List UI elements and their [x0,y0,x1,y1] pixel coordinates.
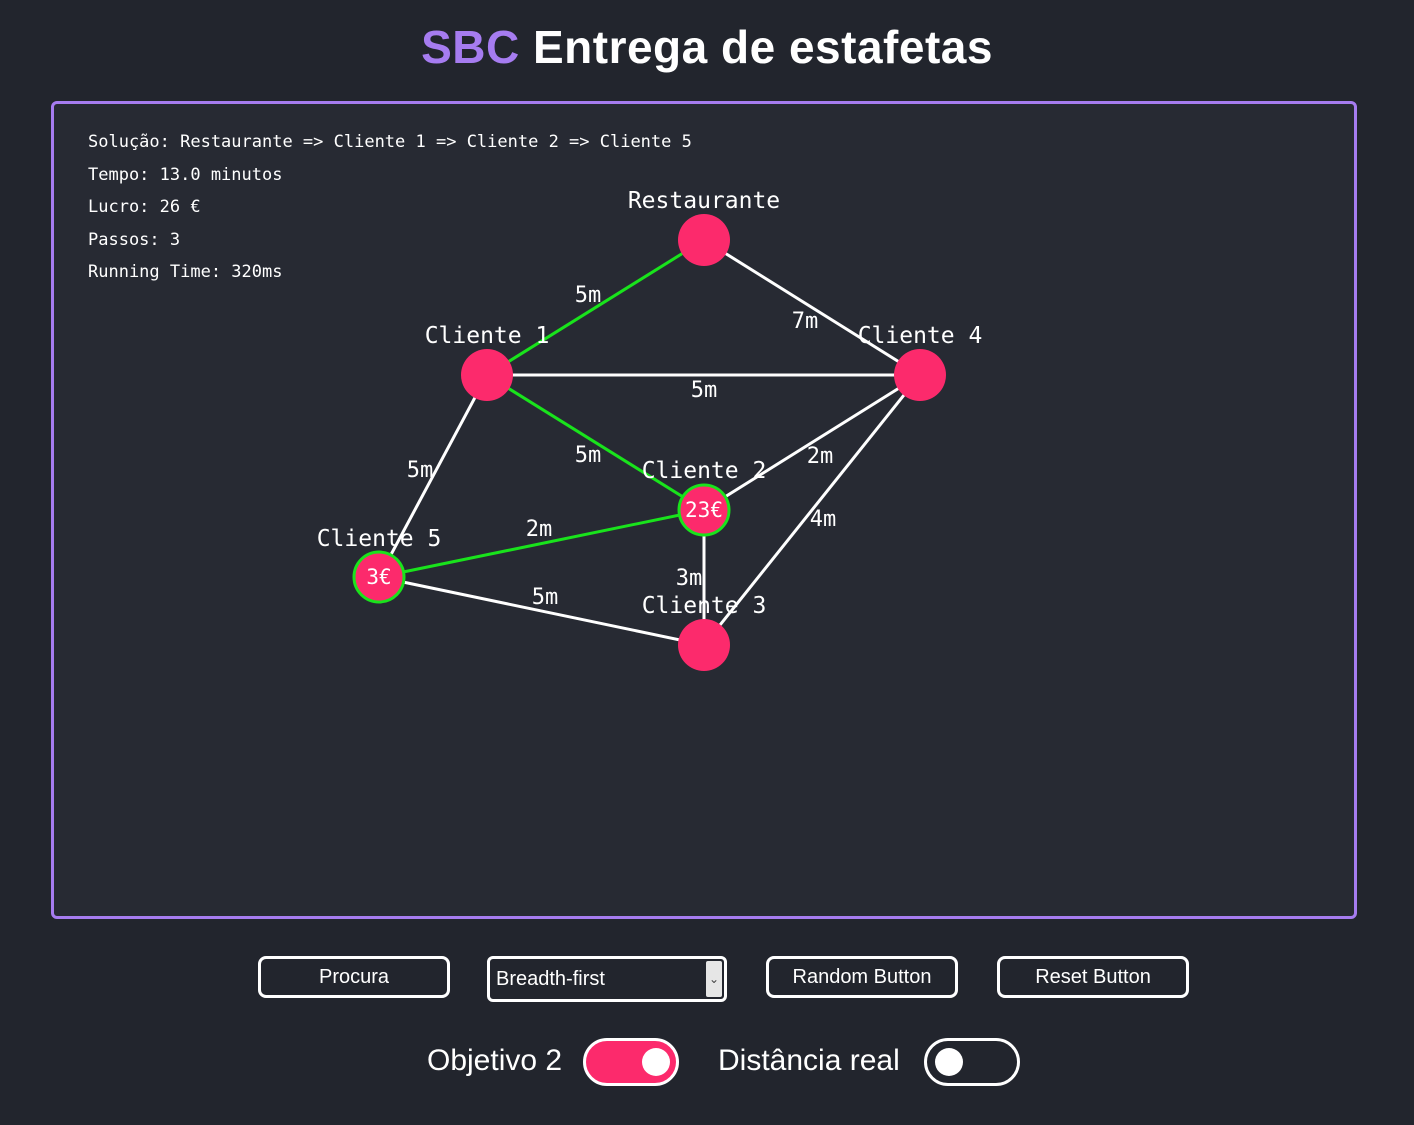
toggle-knob [935,1048,963,1076]
edge-label: 3m [676,566,703,591]
objective-toggle[interactable] [583,1038,679,1086]
reset-button[interactable]: Reset Button [997,956,1189,998]
node-value: 23€ [685,498,723,522]
node-label: Cliente 2 [642,458,767,484]
edge-restaurante-cliente1 [486,238,705,377]
node-cliente1[interactable] [461,349,513,401]
search-button[interactable]: Procura [258,956,450,998]
solution-running-time: Running Time: 320ms [88,262,283,282]
solution-info: Solução: Restaurante => Cliente 1 => Cli… [88,126,692,289]
node-label: Cliente 5 [317,526,442,552]
brand-name: SBC [421,21,520,73]
objective-label: Objetivo 2 [427,1044,563,1077]
edge-label: 4m [810,507,837,532]
edge-label: 2m [807,444,834,469]
controls-bar: Procura Breadth-first ⌄ Random Button Re… [0,956,1414,1004]
solution-steps: Passos: 3 [88,229,181,250]
real-distance-label: Distância real [718,1044,900,1077]
graph-panel: 5m 7m 5m 5m 5m 2m 4m 2m 3m 5m 23€ 3€ Res… [51,101,1357,919]
node-cliente3[interactable] [678,619,730,671]
edge-label: 5m [532,585,559,610]
edge-cliente4-cliente2 [703,373,921,512]
node-label: Restaurante [628,188,780,214]
algorithm-selected-value: Breadth-first [496,967,605,990]
node-label: Cliente 4 [858,323,983,349]
random-button[interactable]: Random Button [766,956,958,998]
node-value: 3€ [366,565,391,589]
toggles-bar: Objetivo 2 Distância real [0,1038,1414,1088]
node-label: Cliente 1 [425,323,550,349]
edge-cliente5-cliente3 [378,575,705,647]
node-restaurante[interactable] [678,214,730,266]
solution-profit: Lucro: 26 € [88,197,201,217]
node-cliente4[interactable] [894,349,946,401]
node-cliente2[interactable] [677,483,731,537]
edge-label: 5m [575,443,602,468]
edge-restaurante-cliente4 [703,238,921,377]
edge-cliente4-cliente3 [702,374,922,646]
delivery-graph: 5m 7m 5m 5m 5m 2m 4m 2m 3m 5m 23€ 3€ Res… [317,188,983,671]
edge-label: 5m [575,283,602,308]
node-cliente5[interactable] [352,550,406,604]
toggle-knob [642,1048,670,1076]
app-title: Entrega de estafetas [532,21,993,73]
solution-time: Tempo: 13.0 minutos [88,164,283,185]
edge-label: 7m [792,309,819,334]
edge-label: 5m [691,378,718,403]
page-title: SBC Entrega de estafetas [0,20,1414,74]
edge-label: 5m [407,458,434,483]
algorithm-select[interactable]: Breadth-first ⌄ [487,956,727,1002]
real-distance-toggle[interactable] [924,1038,1020,1086]
edge-label: 2m [526,517,553,542]
node-label: Cliente 3 [642,593,767,619]
chevron-down-icon[interactable]: ⌄ [706,961,722,997]
edge-cliente1-cliente2 [486,373,705,512]
solution-path: Solução: Restaurante => Cliente 1 => Cli… [88,132,692,152]
edge-cliente2-cliente5 [378,508,705,579]
edge-cliente1-cliente5 [377,374,489,578]
